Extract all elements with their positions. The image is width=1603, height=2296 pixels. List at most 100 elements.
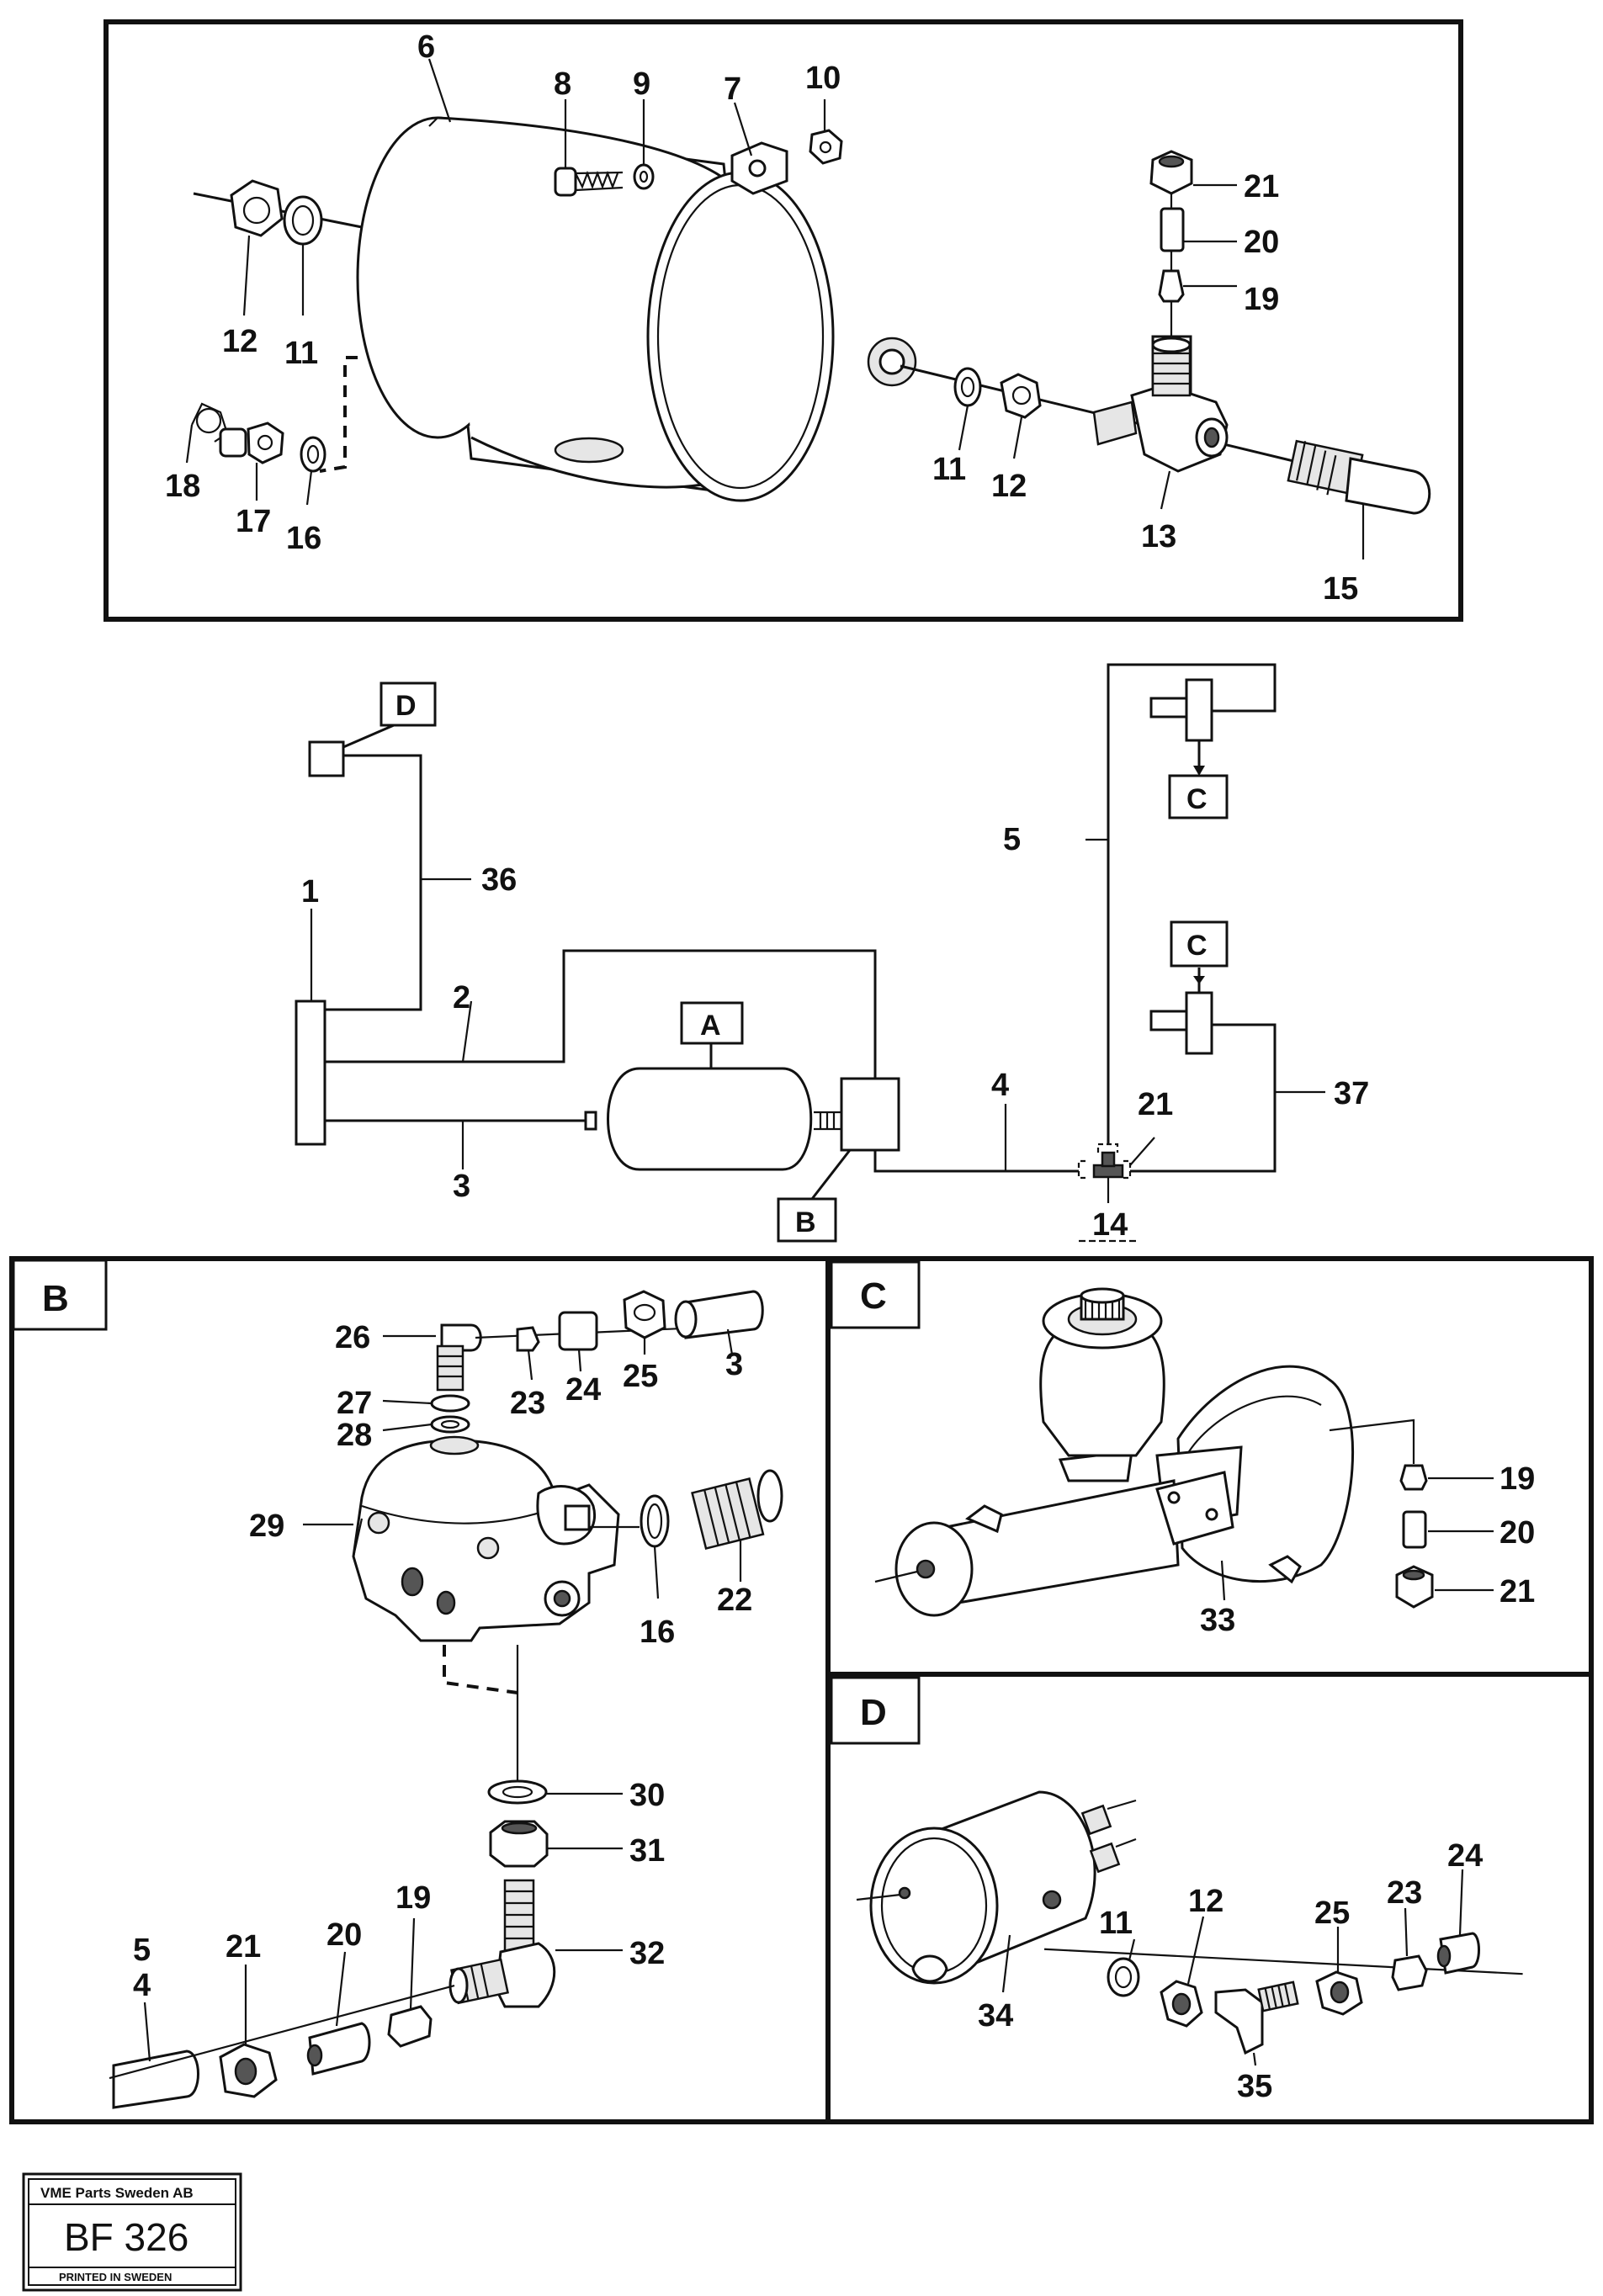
fitting (691, 1469, 783, 1551)
label-21: 21 (226, 1929, 261, 1965)
bracket (730, 141, 788, 195)
label-4: 4 (991, 1068, 1009, 1103)
fitting (1287, 439, 1431, 515)
sleeve (308, 2022, 371, 2076)
label-13: 13 (1141, 519, 1176, 554)
nut (1149, 150, 1193, 195)
top-panel-frame (104, 19, 1463, 622)
label-12: 12 (991, 469, 1027, 504)
nut (1160, 1980, 1203, 2028)
pipe (684, 1290, 764, 1339)
nut (809, 129, 843, 165)
panel-c: C (830, 1260, 1535, 1638)
label-7: 7 (724, 72, 741, 107)
tee-14 (1077, 1143, 1136, 1243)
washer (633, 163, 655, 190)
panel-d-letter: D (860, 1692, 887, 1733)
box-a-letter: A (700, 1010, 721, 1042)
pipe (112, 2049, 199, 2109)
label-37: 37 (1334, 1076, 1369, 1111)
label-16: 16 (640, 1615, 675, 1650)
label-12: 12 (1188, 1884, 1223, 1919)
label-32: 32 (629, 1936, 665, 1971)
panel-b: B (12, 1259, 783, 2109)
washer (487, 1779, 548, 1805)
box-d-letter: D (395, 690, 417, 722)
elbow (1214, 1980, 1299, 2055)
sleeve (558, 1311, 598, 1351)
panel-d: D (830, 1676, 1523, 2104)
box-c-lower-letter: C (1186, 930, 1208, 962)
label-36: 36 (481, 862, 517, 898)
label-23: 23 (1387, 1875, 1422, 1911)
olive (1391, 1954, 1428, 1991)
top-panel: 6 8 9 7 10 21 20 19 12 11 11 12 13 15 18… (104, 19, 1463, 622)
elbow (449, 1879, 556, 2008)
schematic: D A B C C 1 36 2 3 4 5 21 14 37 (295, 663, 1369, 1243)
label-20: 20 (326, 1917, 362, 1953)
label-3: 3 (453, 1169, 470, 1204)
label-12: 12 (222, 324, 257, 359)
washer (430, 1415, 470, 1434)
olive (1158, 269, 1185, 303)
label-2: 2 (453, 980, 470, 1015)
label-1: 1 (301, 874, 319, 909)
label-4: 4 (133, 1968, 151, 2003)
nut (1395, 1565, 1434, 1609)
label-25: 25 (623, 1359, 658, 1394)
label-19: 19 (1244, 282, 1279, 317)
box-b-letter: B (795, 1206, 816, 1238)
label-27: 27 (337, 1386, 372, 1421)
label-11: 11 (932, 452, 966, 487)
label-24: 24 (1447, 1838, 1483, 1874)
panel-c-letter-box (830, 1260, 921, 1329)
washer (1107, 1957, 1140, 1997)
olive (516, 1326, 540, 1352)
tee-union (1092, 335, 1229, 473)
panel-d-letter-box (830, 1676, 921, 1745)
valve-b (840, 1077, 900, 1152)
label-29: 29 (249, 1509, 284, 1544)
olive (1399, 1464, 1428, 1491)
box-a (680, 1001, 744, 1045)
sleeve (1160, 207, 1185, 252)
stamp-printed: PRINTED IN SWEDEN (59, 2271, 172, 2283)
component-d-small (308, 740, 345, 777)
label-5: 5 (133, 1933, 151, 1968)
nut (623, 1290, 666, 1339)
box-c-upper-letter: C (1186, 783, 1208, 815)
stamp-code: BF 326 (64, 2215, 188, 2259)
nut (489, 1820, 549, 1868)
label-11: 11 (284, 336, 318, 371)
label-20: 20 (1244, 225, 1279, 260)
nut (1315, 1970, 1363, 2016)
washer (283, 195, 323, 246)
label-5: 5 (1003, 822, 1021, 857)
panel-b-letter-box (12, 1259, 108, 1331)
brake-cylinder-upper (1149, 678, 1213, 776)
washer (953, 367, 982, 407)
label-16: 16 (286, 521, 321, 556)
nut (219, 2043, 278, 2098)
tank-a (584, 1043, 841, 1171)
washer (430, 1394, 470, 1413)
label-21: 21 (1244, 169, 1279, 204)
drain-cock (191, 402, 284, 464)
label-28: 28 (337, 1418, 372, 1453)
nut (1000, 373, 1042, 419)
label-25: 25 (1314, 1896, 1350, 1931)
label-34: 34 (978, 1998, 1013, 2034)
olive (387, 2005, 433, 2048)
label-19: 19 (1499, 1461, 1535, 1497)
bottom-panels-frame (9, 1256, 1594, 2124)
label-17: 17 (236, 504, 271, 539)
brake-cylinder-lower (1149, 968, 1213, 1055)
nut (230, 179, 284, 237)
label-26: 26 (335, 1320, 370, 1355)
label-9: 9 (633, 66, 650, 102)
label-30: 30 (629, 1778, 665, 1813)
brake-valve (295, 1000, 326, 1146)
sleeve (1402, 1510, 1427, 1549)
valve-body (352, 1435, 640, 1642)
sleeve (1439, 1932, 1480, 1975)
